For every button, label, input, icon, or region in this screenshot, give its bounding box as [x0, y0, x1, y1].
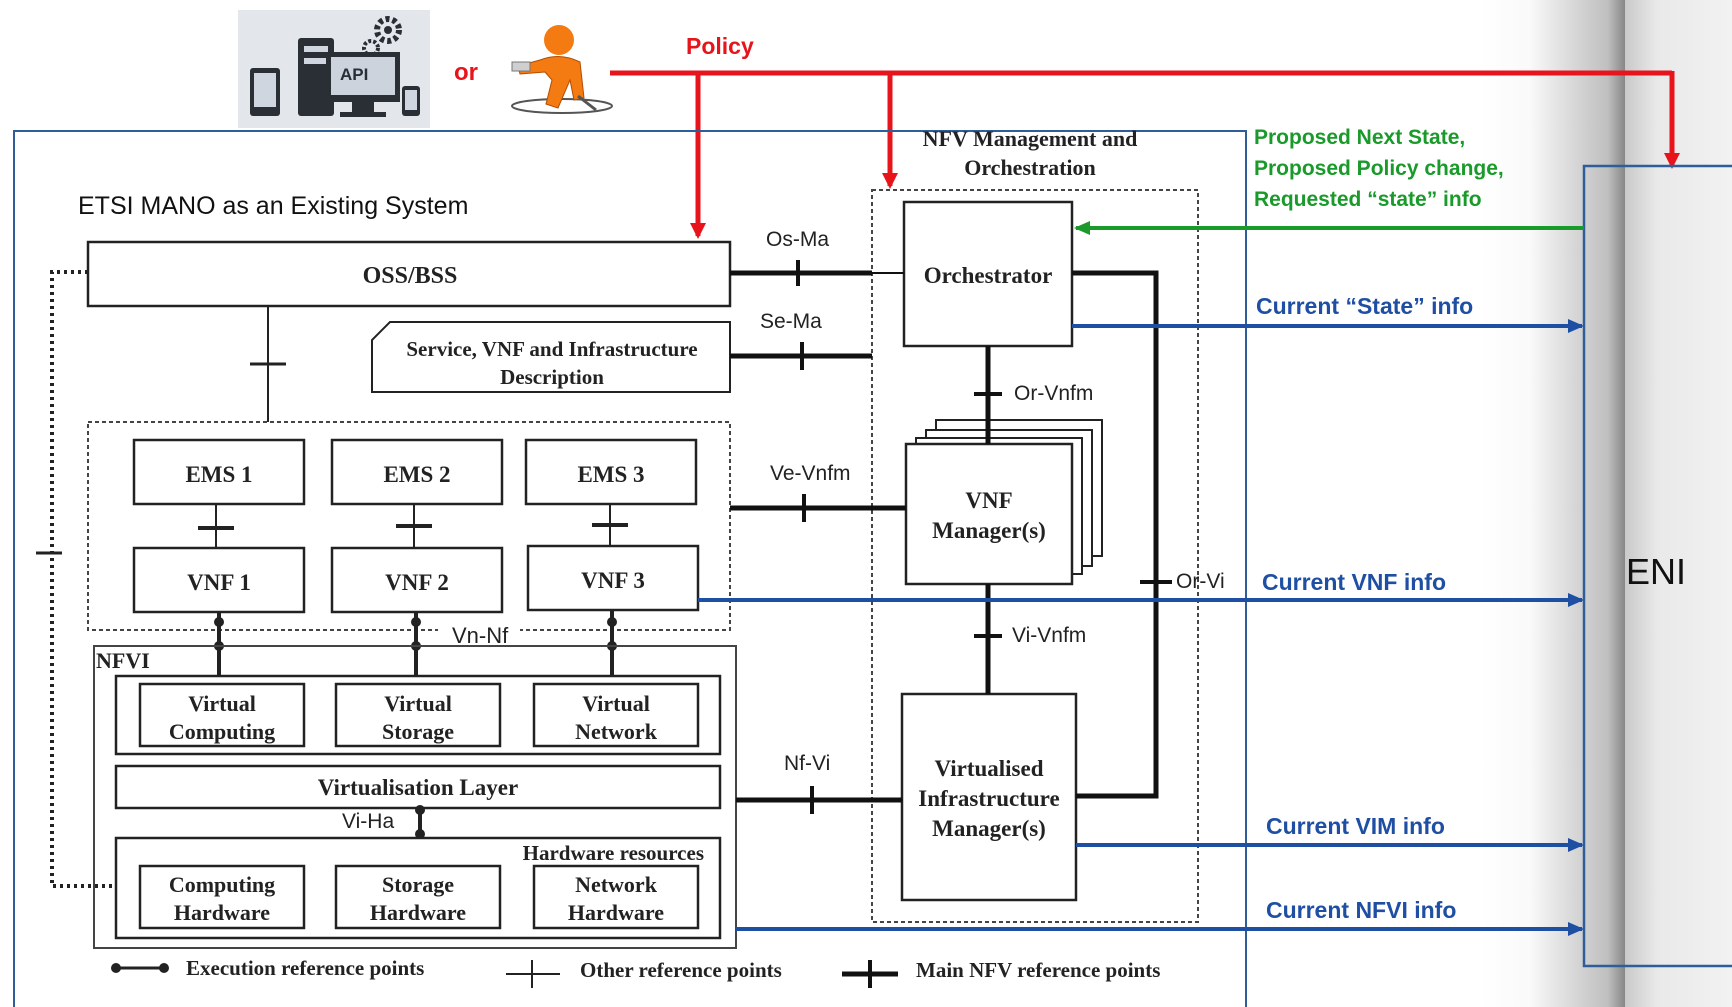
- vim-line1: Virtualised: [934, 756, 1043, 781]
- main-reference-lines: [730, 260, 1172, 814]
- vnf-manager-stack: VNF Manager(s): [904, 419, 1103, 586]
- api-label: API: [340, 65, 368, 84]
- service-description-box: Service, VNF and Infrastructure Descript…: [371, 321, 731, 393]
- proposed-line2: Proposed Policy change,: [1254, 157, 1504, 180]
- service-desc-line2: Description: [500, 365, 604, 389]
- ems-label: EMS 3: [577, 462, 644, 487]
- or-label: or: [454, 59, 478, 86]
- current-nfvi-label: Current NFVI info: [1266, 897, 1456, 923]
- current-state-label: Current “State” info: [1256, 293, 1473, 319]
- vnfm-line1: VNF: [965, 488, 1012, 513]
- ve-vnfm-label: Ve-Vnfm: [770, 462, 851, 485]
- ems-label: EMS 2: [383, 462, 450, 487]
- vi-ha-dot: [415, 805, 425, 815]
- eni-label: ENI: [1626, 551, 1686, 592]
- vnf-label: VNF 2: [385, 570, 449, 595]
- proposed-line1: Proposed Next State,: [1254, 126, 1465, 149]
- or-vnfm-label: Or-Vnfm: [1014, 382, 1093, 405]
- hardware-resources-label: Hardware resources: [523, 841, 704, 865]
- virtual-resource-box: [532, 682, 700, 748]
- or-vi-label: Or-Vi: [1176, 570, 1225, 593]
- virtual-resource-line1: Virtual: [582, 691, 650, 716]
- oss-bss-label: OSS/BSS: [363, 263, 458, 289]
- vn-nf-connectors: Vn-Nf: [214, 610, 617, 676]
- dotted-management-loop: [50, 270, 118, 888]
- vnf-label: VNF 1: [187, 570, 251, 595]
- service-desc-line1: Service, VNF and Infrastructure: [406, 337, 697, 361]
- current-vim-label: Current VIM info: [1266, 813, 1445, 839]
- virtualisation-layer-label: Virtualisation Layer: [318, 775, 518, 800]
- nfvi-label: NFVI: [96, 648, 150, 673]
- nfv-mano-region: [871, 189, 1199, 923]
- hardware-boxes: Computing Hardware Storage Hardware Netw…: [138, 864, 700, 930]
- nf-vi-label: Nf-Vi: [784, 752, 830, 775]
- virtual-resource-line2: Storage: [382, 719, 454, 744]
- hardware-line1: Computing: [169, 872, 275, 897]
- vi-ha-dot: [415, 829, 425, 839]
- eni-box: [1582, 164, 1732, 968]
- vnf-box: [330, 546, 504, 614]
- vi-vnfm-label: Vi-Vnfm: [1012, 624, 1086, 647]
- current-vnf-label: Current VNF info: [1262, 569, 1446, 595]
- ems-boxes: EMS 1 EMS 2 EMS 3: [132, 438, 698, 506]
- virtual-resource-box: [334, 682, 502, 748]
- hardware-box: [138, 864, 306, 930]
- legend-other: Other reference points: [580, 958, 782, 982]
- virtualisation-layer-box: [114, 764, 722, 810]
- vnfm-line2: Manager(s): [932, 518, 1046, 543]
- api-devices-icon: API: [238, 10, 430, 128]
- etsi-mano-frame: ETSI MANO as an Existing System: [13, 130, 1247, 1007]
- proposed-line3: Requested “state” info: [1254, 188, 1482, 211]
- legend: Execution reference points Other referen…: [111, 956, 1160, 988]
- hardware-box: [532, 864, 700, 930]
- oss-bss-box: OSS/BSS: [86, 240, 732, 308]
- ems-label: EMS 1: [185, 462, 252, 487]
- virtual-resource-box: [138, 682, 306, 748]
- virtual-resource-line1: Virtual: [188, 691, 256, 716]
- legend-execution: Execution reference points: [186, 956, 424, 980]
- virtual-resource-line2: Computing: [169, 719, 275, 744]
- se-ma-label: Se-Ma: [760, 310, 822, 333]
- vnf-label: VNF 3: [581, 568, 645, 593]
- vnf-box: [526, 544, 700, 612]
- hardware-line2: Hardware: [568, 900, 664, 925]
- operator-person-icon: [511, 25, 613, 114]
- hardware-line2: Hardware: [370, 900, 466, 925]
- hardware-line1: Network: [575, 872, 658, 897]
- virtual-resource-line2: Network: [575, 719, 658, 744]
- mano-title: ETSI MANO as an Existing System: [78, 192, 468, 220]
- ems-box: [132, 438, 306, 506]
- hardware-line1: Storage: [382, 872, 454, 897]
- vim-line2: Infrastructure: [918, 786, 1059, 811]
- vn-nf-label: Vn-Nf: [452, 623, 509, 648]
- nfv-mano-title-line1: NFV Management and: [923, 126, 1138, 151]
- policy-label: Policy: [686, 33, 754, 59]
- hardware-box: [334, 864, 502, 930]
- hardware-line2: Hardware: [174, 900, 270, 925]
- vnf-manager-box: [904, 442, 1074, 586]
- vnf-box: [132, 546, 306, 614]
- legend-main: Main NFV reference points: [916, 958, 1160, 982]
- vnf-boxes: VNF 1 VNF 2 VNF 3: [132, 544, 700, 614]
- ems-box: [330, 438, 504, 506]
- nfvi-frame: [93, 645, 737, 949]
- orchestrator-label: Orchestrator: [924, 263, 1053, 288]
- virtual-resource-line1: Virtual: [384, 691, 452, 716]
- vi-ha-label: Vi-Ha: [342, 810, 394, 833]
- virtual-resource-boxes: Virtual Computing Virtual Storage Virtua…: [138, 682, 700, 748]
- policy-arrows: [610, 70, 1680, 239]
- ems-vnf-connectors: [198, 504, 628, 548]
- nfv-mano-title-line2: Orchestration: [964, 155, 1096, 180]
- ems-vnf-region: [87, 421, 731, 631]
- vim-box: [900, 692, 1078, 902]
- os-ma-label: Os-Ma: [766, 228, 829, 251]
- vim-line3: Manager(s): [932, 816, 1046, 841]
